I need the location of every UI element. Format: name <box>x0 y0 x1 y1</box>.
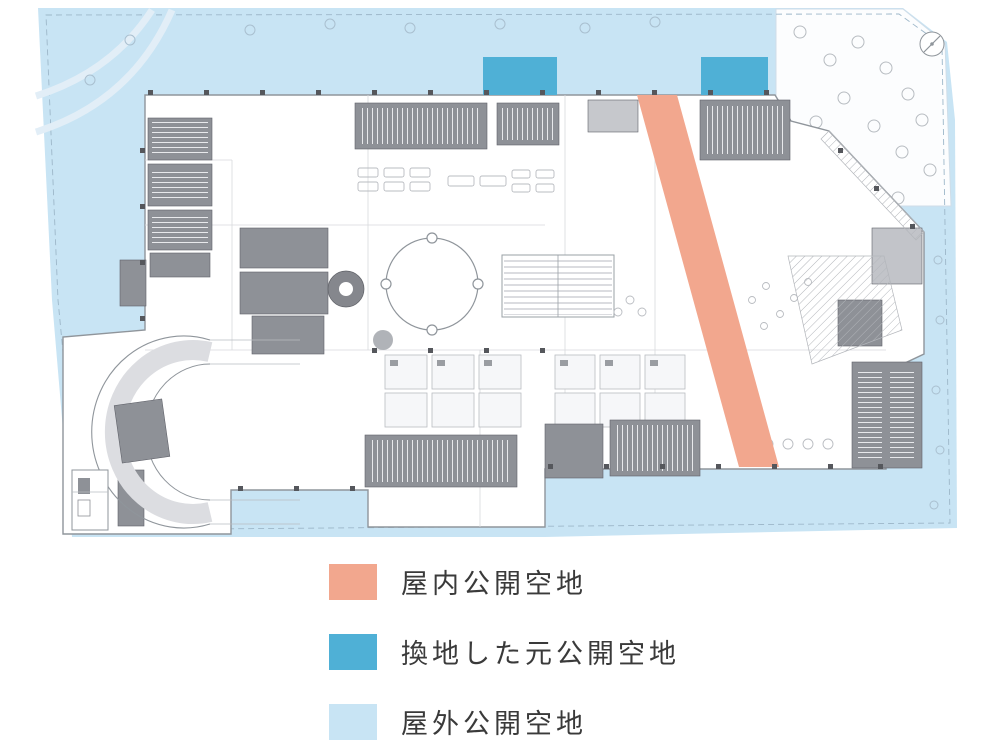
legend-item-former-public-open-space: 換地した元公開空地 <box>329 632 680 671</box>
former-open-space-block-right <box>701 57 768 95</box>
legend-swatch-rect <box>329 633 377 670</box>
north-compass-icon <box>919 31 945 57</box>
vehicle-ramp <box>91 335 300 529</box>
legend-swatch-rect <box>329 563 377 600</box>
hatched-terrace <box>787 130 925 365</box>
legend-item-indoor-public-open-space: 屋内公開空地 <box>329 562 680 601</box>
legend-swatch-outdoor <box>329 703 377 740</box>
legend-swatch-former <box>329 633 377 670</box>
floor-plan <box>34 8 957 537</box>
legend-label-indoor: 屋内公開空地 <box>401 569 587 600</box>
outbuilding <box>71 469 109 531</box>
indoor-open-space-band <box>637 95 779 467</box>
legend-item-outdoor-public-open-space: 屋外公開空地 <box>329 702 680 741</box>
road-curves <box>34 8 176 136</box>
legend-swatch-indoor <box>329 563 377 600</box>
central-atrium-circle <box>380 232 484 336</box>
legend-swatch-rect <box>329 703 377 740</box>
legend-label-former: 換地した元公開空地 <box>401 639 680 670</box>
legend: 屋内公開空地 換地した元公開空地 屋外公開空地 <box>329 562 680 741</box>
striped-hall <box>501 254 615 318</box>
room-grid <box>384 354 686 428</box>
round-kiosk <box>327 270 393 350</box>
building-footprint <box>62 94 925 535</box>
former-open-space-block-left <box>483 57 557 95</box>
site-boundary-dashed <box>45 13 951 531</box>
legend-label-outdoor: 屋外公開空地 <box>401 709 587 740</box>
